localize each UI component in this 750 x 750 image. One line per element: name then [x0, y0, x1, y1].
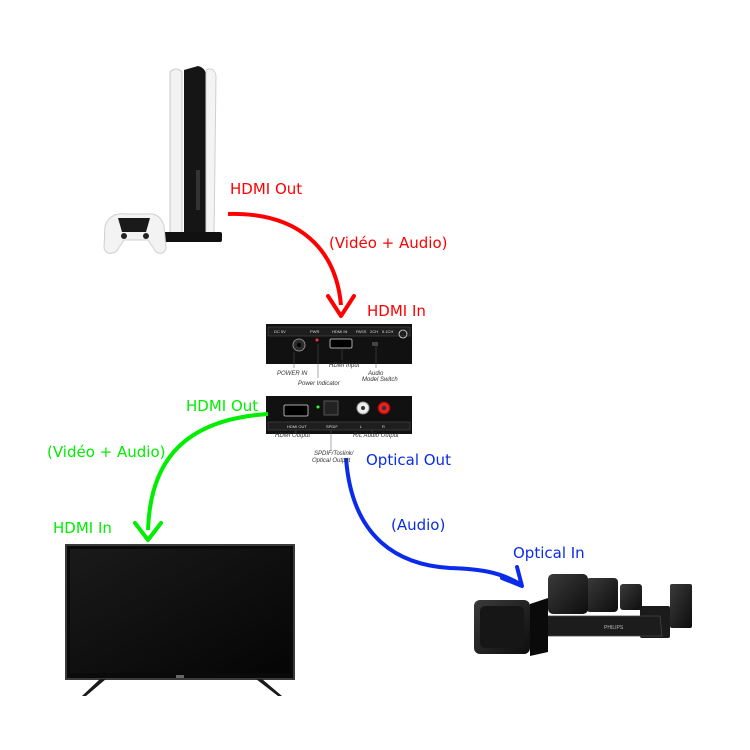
- panel-dc-label: DC 5V: [274, 329, 286, 334]
- tv-hdmi-in-label: HDMI In: [53, 519, 112, 537]
- panel-pwr-label: PWR: [310, 329, 319, 334]
- cable-splitter-to-tv: [146, 412, 269, 531]
- philips-logo-text: PHILIPS: [604, 625, 624, 631]
- splitter-front-panel: DC 5V PWR HDMI IN PASS 2CH 5.1CH: [266, 324, 412, 364]
- cable-ps5-to-splitter: [227, 211, 343, 306]
- optical-audio-label: (Audio): [391, 516, 446, 534]
- logo-icon: [398, 329, 408, 339]
- audio-mode-label-1: Audio: [368, 371, 384, 377]
- spdif-label-2: Optical Output: [312, 458, 351, 464]
- ps5-hdmi-out-label: HDMI Out: [230, 180, 303, 198]
- audio-mode-label-2: Model Switch: [362, 377, 398, 383]
- home-theater-image: PHILIPS: [474, 574, 692, 656]
- cable-splitter-to-hometheater: [344, 457, 522, 586]
- panel-pass-label: PASS: [356, 329, 367, 334]
- ps5-console-image: [162, 66, 222, 242]
- hdmi-input-port-icon: [329, 338, 353, 349]
- status-led-icon: [316, 405, 320, 409]
- ps5-video-audio-label: (Vidéo + Audio): [329, 234, 448, 252]
- arrow-red-icon: [326, 294, 356, 318]
- ps5-controller-image: [103, 213, 167, 254]
- optical-port-icon: [323, 400, 339, 416]
- hdmi-output-label: HDMI Output: [275, 433, 311, 439]
- panel-hdmi-out-label: HDMI OUT: [287, 424, 307, 429]
- hdmi-output-port-icon: [283, 404, 309, 417]
- arrow-green-icon: [133, 521, 163, 542]
- rl-audio-output-label: R/L Audio Output: [353, 433, 399, 439]
- arrow-blue-icon: [500, 565, 524, 588]
- panel-l-label: L: [360, 424, 363, 429]
- spdif-label-1: SPDIF/Toslink/: [314, 451, 354, 457]
- splitter-back-panel: HDMI OUT SPDIF L R: [266, 396, 412, 434]
- splitter-hdmi-in-label: HDMI In: [367, 302, 426, 320]
- power-led-icon: [315, 338, 319, 342]
- splitter-optical-out-label: Optical Out: [366, 451, 451, 469]
- panel-2ch-label: 2CH: [370, 329, 378, 334]
- power-in-label: POWER IN: [277, 371, 308, 377]
- tv-video-audio-label: (Vidéo + Audio): [47, 443, 166, 461]
- splitter-hdmi-out-label: HDMI Out: [186, 397, 259, 415]
- panel-r-label: R: [382, 424, 385, 429]
- hometheater-optical-in-label: Optical In: [513, 544, 585, 562]
- power-indicator-label: Power Indicator: [298, 381, 340, 387]
- audio-switch-icon: [372, 342, 378, 346]
- panel-51ch-label: 5.1CH: [382, 329, 393, 334]
- tv-image: [65, 544, 295, 696]
- hdmi-input-label: HDMI Input: [329, 363, 360, 369]
- panel-spdif-label: SPDIF: [326, 424, 338, 429]
- panel-hdmi-in-label: HDMI IN: [332, 329, 347, 334]
